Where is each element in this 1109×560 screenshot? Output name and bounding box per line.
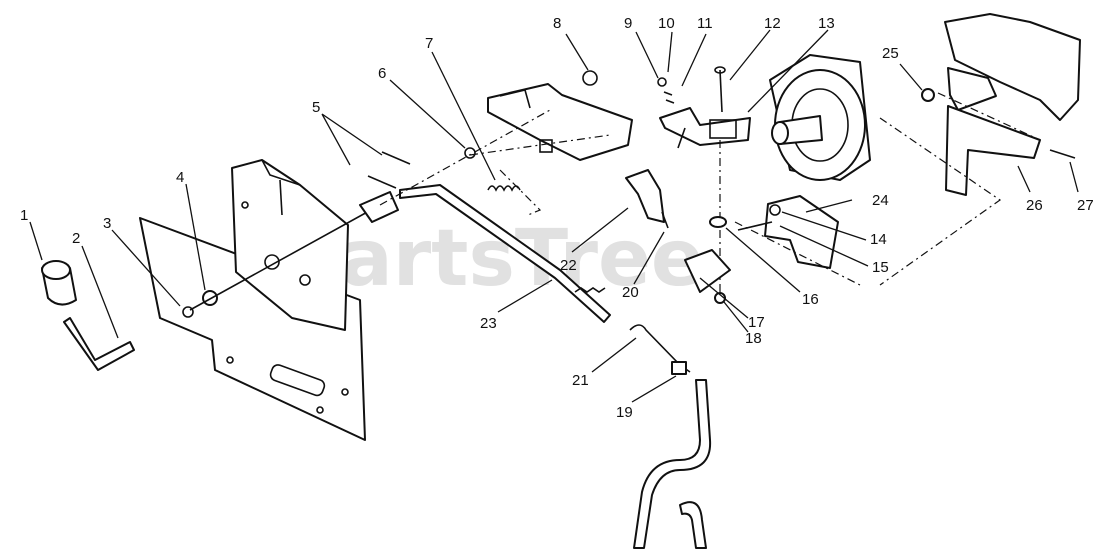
bracket-plate: [709, 119, 737, 139]
callout-21: 21: [572, 372, 589, 389]
drive-rod: [633, 379, 712, 549]
callout-4: 4: [176, 169, 184, 186]
callout-14: 14: [870, 231, 887, 248]
bracket-24: [764, 195, 839, 269]
callout-16: 16: [802, 291, 819, 308]
callout-27: 27: [1077, 197, 1094, 214]
rod-end: [679, 501, 707, 549]
control-lever: [63, 317, 135, 371]
callout-20: 20: [622, 284, 639, 301]
control-knob: [41, 260, 77, 306]
bolt-12: [719, 69, 723, 113]
plate-17: [684, 249, 731, 293]
callout-1: 1: [20, 207, 28, 224]
washer-6: [464, 147, 476, 159]
ferrule-19: [671, 361, 687, 375]
callout-8: 8: [553, 15, 561, 32]
callout-3: 3: [103, 215, 111, 232]
housing-26: [944, 13, 1081, 196]
callout-24: 24: [872, 192, 889, 209]
callout-17: 17: [748, 314, 765, 331]
screw-20: [661, 211, 669, 229]
callout-22: 22: [560, 257, 577, 274]
callout-10: 10: [658, 15, 675, 32]
callout-5: 5: [312, 99, 320, 116]
rod-end-21: [629, 324, 691, 373]
washer-25: [921, 88, 935, 102]
spring-7: [487, 185, 521, 192]
washer-8: [582, 70, 598, 86]
callout-9: 9: [624, 15, 632, 32]
mounting-plate: [139, 217, 366, 441]
washer-14: [769, 204, 781, 216]
shaft-collar: [359, 191, 399, 223]
leader-lines: [29, 29, 1079, 403]
washer-3: [182, 306, 194, 318]
callout-2: 2: [72, 230, 80, 247]
link-11: [677, 127, 686, 149]
callout-26: 26: [1026, 197, 1043, 214]
clip-10: [663, 91, 675, 104]
control-rod: [399, 184, 611, 323]
bolt-15: [737, 221, 773, 231]
callout-12: 12: [764, 15, 781, 32]
callout-6: 6: [378, 65, 386, 82]
callout-15: 15: [872, 259, 889, 276]
callout-7: 7: [425, 35, 433, 52]
nut-4: [202, 290, 218, 306]
engine-pulley: [769, 54, 871, 181]
callout-13: 13: [818, 15, 835, 32]
callout-18: 18: [745, 330, 762, 347]
pivot-bracket-22: [625, 169, 665, 223]
callout-23: 23: [480, 315, 497, 332]
callout-11: 11: [697, 15, 713, 32]
clip-b: [381, 151, 411, 165]
washer-16: [709, 216, 727, 228]
pivot-shaft: [189, 204, 381, 311]
callout-labels: 1 2 3 4 5 6 7 8 9 10 11 12 13 14 15 16 1…: [20, 15, 1094, 421]
upper-bracket: [487, 83, 633, 161]
callout-25: 25: [882, 45, 899, 62]
callout-19: 19: [616, 404, 633, 421]
clip-a: [367, 175, 397, 189]
screw-27: [1049, 149, 1076, 159]
washer-9: [657, 77, 667, 87]
